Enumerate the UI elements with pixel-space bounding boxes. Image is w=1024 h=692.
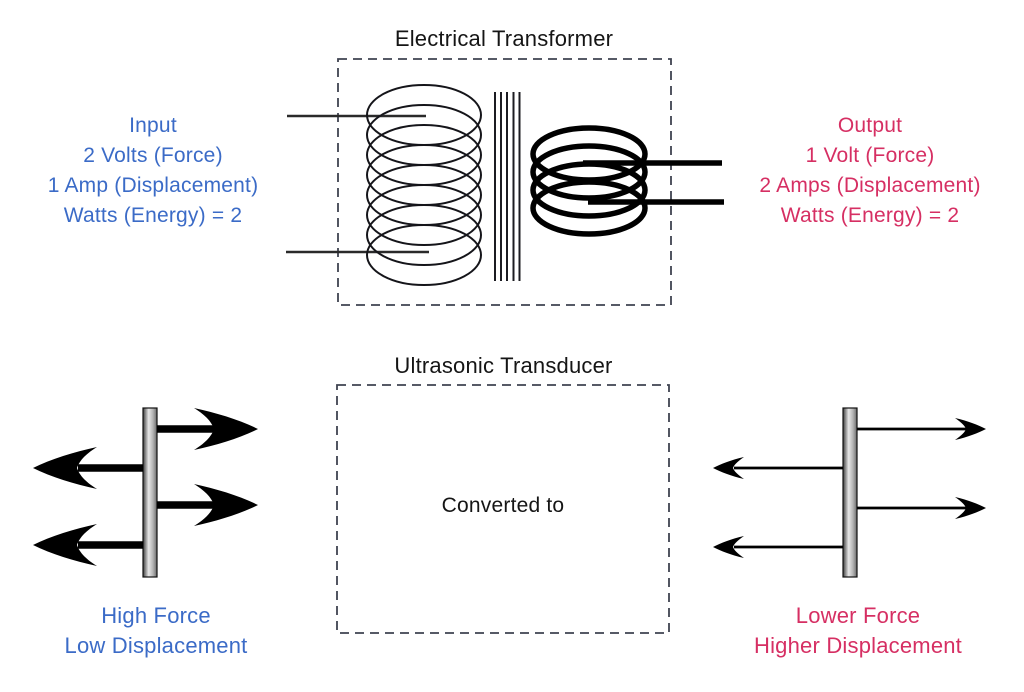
left-transducer — [33, 407, 258, 578]
high-force-line: High Force — [101, 603, 211, 628]
transformer-output-label: Output 1 Volt (Force) 2 Amps (Displaceme… — [717, 111, 1023, 231]
output-heading: Output — [837, 114, 903, 137]
output-amps: 2 Amps (Displacement) — [759, 174, 981, 197]
lower-force-line: Lower Force — [795, 603, 921, 628]
output-watts: Watts (Energy) = 2 — [780, 204, 960, 227]
input-heading: Input — [129, 114, 177, 137]
right-transducer-caption: Lower Force Higher Displacement — [715, 601, 1001, 661]
primary-coil — [366, 84, 482, 286]
right-transducer — [713, 407, 986, 578]
transducer-dashed-box — [336, 384, 670, 634]
left-transducer-caption: High Force Low Displacement — [13, 601, 299, 661]
secondary-coil — [530, 125, 648, 237]
input-amps: 1 Amp (Displacement) — [47, 174, 259, 197]
left-transducer-plate — [142, 407, 158, 578]
transformer-dashed-box — [337, 58, 672, 306]
transducer-title: Ultrasonic Transducer — [394, 353, 613, 378]
transformer-diagram — [286, 58, 724, 306]
transducer-diagram — [33, 384, 986, 634]
right-transducer-plate — [842, 407, 858, 578]
higher-displacement-line: Higher Displacement — [754, 633, 962, 658]
input-watts: Watts (Energy) = 2 — [63, 204, 243, 227]
core-lines — [494, 92, 521, 281]
input-volts: 2 Volts (Force) — [83, 144, 223, 167]
low-displacement-line: Low Displacement — [64, 633, 248, 658]
converted-to-label: Converted to — [441, 494, 565, 517]
low-force-arrows — [713, 418, 986, 558]
high-force-arrows — [33, 408, 258, 566]
transformer-input-label: Input 2 Volts (Force) 1 Amp (Displacemen… — [0, 111, 306, 231]
output-volts: 1 Volt (Force) — [805, 144, 935, 167]
transformer-title: Electrical Transformer — [394, 26, 614, 51]
